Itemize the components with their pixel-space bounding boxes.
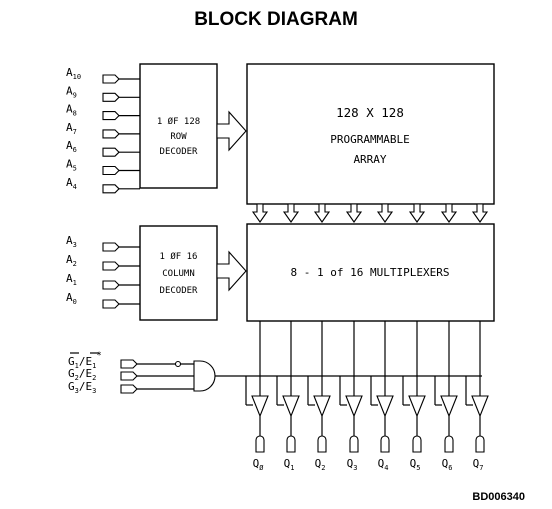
- row-input-a4-pin: [102, 184, 120, 194]
- output-q7-label: Q7: [473, 457, 484, 472]
- output-q2-pin: [317, 435, 327, 453]
- and-gate: [193, 360, 216, 392]
- row-input-a6-label: A6: [66, 139, 77, 154]
- row-input-a10-label: A10: [66, 66, 81, 81]
- column-decoder-box: [139, 225, 218, 321]
- output-q6-buffer: [440, 395, 458, 418]
- column-decoder-line3: DECODER: [160, 286, 199, 296]
- output-q7-pin: [475, 435, 485, 453]
- column-decoder-to-mux-arrow: [216, 250, 247, 292]
- output-q6-pin: [444, 435, 454, 453]
- row-decoder-line2: ROW: [170, 132, 187, 142]
- col-input-a1-label: A1: [66, 272, 77, 287]
- programmable-array-box: [246, 63, 495, 205]
- row-decoder-line3: DECODER: [160, 147, 199, 157]
- diagram-title: BLOCK DIAGRAM: [194, 9, 358, 30]
- col-input-a0-label: A0: [66, 291, 77, 306]
- enable-input-1-label: G1/E1*: [68, 351, 102, 370]
- output-q0-pin: [255, 435, 265, 453]
- output-buffers: QØ Q1 Q2 Q3 Q4 Q5 Q6 Q7: [245, 321, 489, 472]
- col-input-a1-pin: [102, 280, 120, 290]
- array-to-mux-arrow: [440, 203, 458, 223]
- output-q4-pin: [380, 435, 390, 453]
- figure-reference: BD006340: [472, 491, 525, 503]
- row-input-a9-pin: [102, 92, 120, 102]
- row-input-a9-label: A9: [66, 84, 77, 99]
- col-input-a3-pin: [102, 242, 120, 252]
- array-to-mux-arrows: [251, 203, 489, 223]
- output-q3-buffer: [345, 395, 363, 418]
- row-input-a5-label: A5: [66, 158, 77, 173]
- output-q5-buffer: [408, 395, 426, 418]
- output-q1-label: Q1: [284, 457, 295, 472]
- array-to-mux-arrow: [471, 203, 489, 223]
- row-decoder-to-array-arrow: [216, 110, 247, 152]
- array-to-mux-arrow: [408, 203, 426, 223]
- row-input-a4-label: A4: [66, 176, 77, 191]
- enable-input-3-pin: [120, 384, 138, 394]
- output-q7-buffer: [471, 395, 489, 418]
- enable-input-2-label: G2/E2: [68, 367, 96, 382]
- output-q5-pin: [412, 435, 422, 453]
- row-input-a8-pin: [102, 111, 120, 121]
- col-input-a0-pin: [102, 299, 120, 309]
- row-input-a5-pin: [102, 165, 120, 176]
- row-input-a6-pin: [102, 147, 120, 157]
- multiplexer-label: 8 - 1 of 16 MULTIPLEXERS: [291, 266, 450, 279]
- row-decoder-line1: 1 ØF 128: [157, 116, 200, 127]
- col-input-a2-label: A2: [66, 253, 77, 268]
- row-input-a7-label: A7: [66, 121, 77, 136]
- output-q2-buffer: [313, 395, 331, 418]
- output-q0-label: QØ: [253, 457, 265, 472]
- output-q1-pin: [286, 435, 296, 453]
- output-q3-pin: [349, 435, 359, 453]
- array-to-mux-arrow: [251, 203, 269, 223]
- array-line1: 128 X 128: [336, 105, 404, 120]
- array-to-mux-arrow: [376, 203, 394, 223]
- multiplexer-box: [246, 223, 495, 322]
- enable-input-3-label: G3/E3: [68, 380, 96, 395]
- enable-input-1-pin: [120, 359, 138, 369]
- column-decoder-line2: COLUMN: [162, 269, 195, 279]
- output-q1-buffer: [282, 395, 300, 418]
- array-line2: PROGRAMMABLE: [330, 133, 409, 146]
- row-input-a7-pin: [102, 129, 120, 139]
- array-line3: ARRAY: [353, 153, 386, 166]
- row-input-a8-label: A8: [66, 103, 77, 118]
- output-q3-label: Q3: [347, 457, 358, 472]
- enable-input-2-pin: [120, 371, 138, 381]
- output-q2-label: Q2: [315, 457, 326, 472]
- row-input-a10-pin: [102, 74, 120, 84]
- output-q0-buffer: [251, 395, 269, 418]
- col-input-a3-label: A3: [66, 234, 77, 249]
- output-q4-label: Q4: [378, 457, 389, 472]
- column-decoder-line1: 1 ØF 16: [160, 251, 198, 262]
- array-to-mux-arrow: [313, 203, 331, 223]
- array-to-mux-arrow: [345, 203, 363, 223]
- array-to-mux-arrow: [282, 203, 300, 223]
- col-input-a2-pin: [102, 261, 120, 271]
- output-q4-buffer: [376, 395, 394, 418]
- row-decoder-box: [139, 63, 218, 189]
- output-q6-label: Q6: [442, 457, 453, 472]
- inversion-bubble: [174, 360, 182, 368]
- output-q5-label: Q5: [410, 457, 421, 472]
